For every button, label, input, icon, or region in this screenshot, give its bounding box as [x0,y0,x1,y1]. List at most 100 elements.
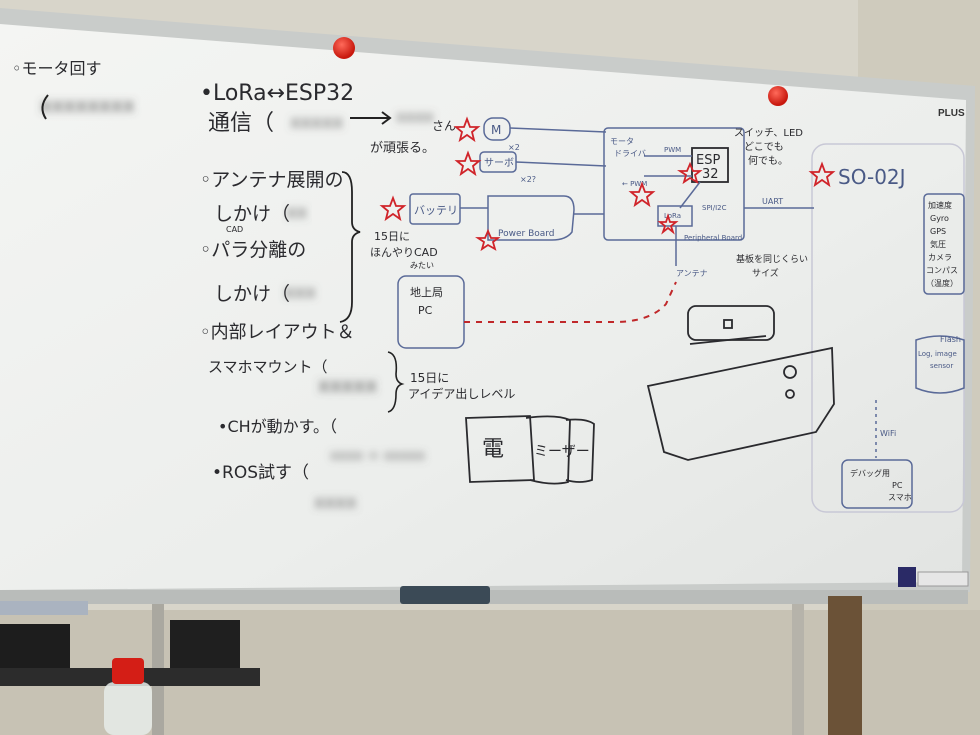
label-motor-driver-2: ドライバ [614,149,646,158]
label-debug-3: スマホ [888,493,912,502]
label-same-size-1: 基板を同じくらい [736,253,808,265]
magnet-left [333,37,355,59]
eraser[interactable] [400,586,490,604]
label-switch-2: どこでも [744,141,784,153]
wire-esp-lora [679,181,701,209]
star-icon [453,116,481,143]
label-motor-driver-1: モータ [610,137,634,146]
note-antenna-1: ◦アンテナ展開の [200,169,343,191]
wire-servo [515,161,607,167]
sensor-0: 加速度 [928,200,952,210]
stand-leg-right [792,604,804,735]
sketch [465,305,835,485]
label-uart: UART [762,197,783,206]
brace-antenna-para [339,171,361,323]
blur-para: xxx [284,282,316,303]
label-servo-mult: ×2? [520,175,536,184]
label-ground-2: PC [418,304,433,317]
arrow-lora [350,111,392,125]
sensor-2: GPS [930,227,946,236]
marker-holder [898,567,916,587]
sketch-knob-1 [783,365,797,379]
speaker-mid [170,620,240,676]
sensor-3: 気圧 [930,239,946,249]
esp32-box [691,147,729,183]
note-antenna-cad: CAD [226,225,243,234]
diagram [397,117,965,513]
bottle-body [104,682,152,735]
sketch-module-base [689,335,767,345]
star-icon [454,150,482,177]
note-deadline-3: みたい [410,261,434,270]
label-same-size-2: サイズ [752,267,779,279]
sketch-card-3 [565,418,595,483]
ground-station-box [397,275,465,349]
label-ground-1: 地上局 [410,286,443,299]
label-wifi: WiFi [880,429,896,438]
main-board [603,127,745,241]
label-pwm-mid: ← PWM [622,180,647,188]
sketch-knob-2 [785,389,795,399]
label-peripheral: Peripheral Board [684,234,742,242]
sensor-box [923,193,965,295]
flash-cylinder [915,335,965,394]
battery-box [409,193,461,225]
sketch-card-2 [525,415,571,485]
phone-outline [811,143,965,513]
debug-pc-box [841,459,913,509]
note-para-1: ◦パラ分離の [200,239,306,261]
star-icon [628,181,656,208]
star-icon [677,161,703,185]
brand-label: PLUS [938,108,965,119]
star-icon [657,213,679,235]
wire-motor [509,127,607,133]
whiteboard-surface [0,24,966,590]
tray-box [917,571,969,587]
label-lora: LoRa [664,212,681,220]
note-lora-2: 通信（ [208,111,274,136]
label-motor: M [491,123,501,137]
sketch-housing [646,346,835,461]
red-stars [379,116,836,252]
link-ground-station [464,281,677,323]
label-switch-1: スイッチ、LED [734,127,803,139]
blur-lora-person: xxxx [396,107,434,126]
label-esp-1: ESP [696,153,720,168]
note-layout-2: スマホマウント（ [208,358,328,376]
note-lora-1: •LoRa↔ESP32 [200,81,354,106]
blur-ros: xxxx [314,492,357,513]
star-icon [475,228,501,252]
blur-lora: xxxxx [290,112,344,133]
magnet-right [768,86,788,106]
power-board-shape [487,195,575,241]
label-spi: SPI/I2C [702,204,727,212]
blur-motor: xxxxxxxx [40,93,135,117]
label-flash-1: Flash [940,335,961,344]
note-para-2: しかけ（ [214,283,290,305]
blur-antenna: xx [286,202,308,223]
sensor-5: コンパス [926,266,958,275]
sketch-connector [723,319,733,329]
note-antenna-2: しかけ（ [214,203,290,225]
label-debug-2: PC [892,481,903,490]
label-den: 電 [482,437,504,462]
motor-box [483,117,511,141]
note-motor: ◦モータ回す [12,59,101,78]
sketch-card-1 [465,415,535,483]
sensor-1: Gyro [930,214,949,223]
label-antenna: アンテナ [676,269,708,278]
plant-stem [828,596,862,735]
note-layout-1: ◦内部レイアウト＆ [200,322,355,343]
note-deadline-1: 15日に [374,230,410,243]
label-motor-mult: ×2 [508,143,520,152]
label-servo: サーボ [484,157,514,169]
label-pwm-top: PWM [664,146,681,154]
label-esp-2: 32 [702,167,719,182]
star-icon [808,161,836,188]
note-idea-2: アイデア出しレベル [408,386,515,401]
label-battery: バッテリ [414,204,458,217]
note-ch: •CHが動かす。（ [218,417,337,436]
blur-ch: xxxx + xxxxx [330,448,425,464]
paren-motor [41,94,49,120]
